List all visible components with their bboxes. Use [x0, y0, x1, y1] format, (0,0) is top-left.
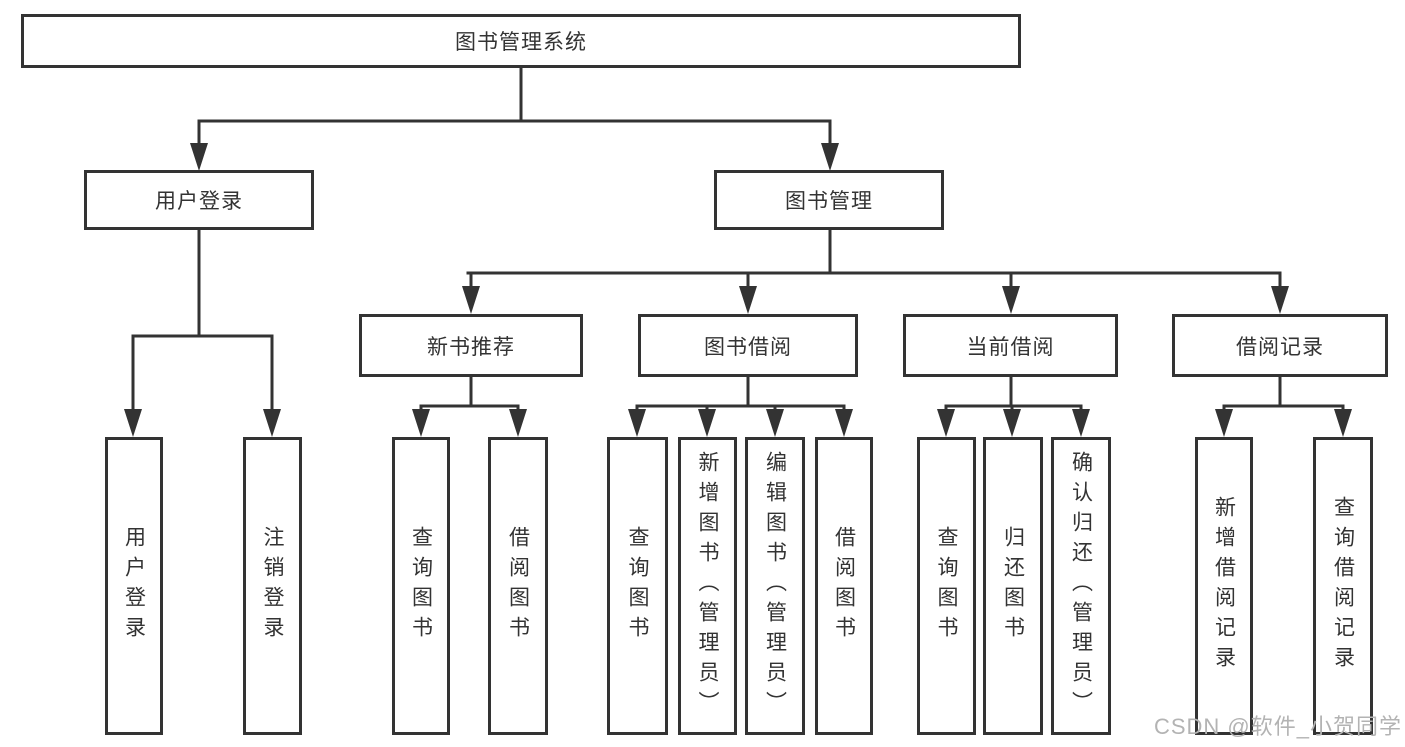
node-leaf-borrow-books-recommend: 借阅图书: [488, 437, 548, 735]
node-leaf-user-login: 用户登录: [105, 437, 163, 735]
watermark: CSDN @软件_小贺同学: [1153, 714, 1402, 739]
node-leaf-add-books-admin: 新增图书（管理员）: [678, 437, 737, 735]
node-new-book-recommend-label: 新书推荐: [427, 335, 515, 359]
node-book-borrow: 图书借阅: [638, 314, 858, 377]
node-leaf-query-borrow-record-label: 查询借阅记录: [1331, 496, 1355, 676]
node-book-borrow-label: 图书借阅: [704, 335, 792, 359]
node-leaf-edit-books-admin: 编辑图书（管理员）: [745, 437, 805, 735]
node-leaf-query-books-current-label: 查询图书: [935, 526, 959, 646]
node-leaf-query-books-recommend: 查询图书: [392, 437, 450, 735]
node-current-borrow: 当前借阅: [903, 314, 1118, 377]
node-user-login-label: 用户登录: [155, 190, 243, 213]
node-book-management-label: 图书管理: [785, 190, 873, 213]
node-leaf-query-books-recommend-label: 查询图书: [409, 526, 433, 646]
node-leaf-return-books: 归还图书: [983, 437, 1043, 735]
node-leaf-borrow-books-recommend-label: 借阅图书: [506, 526, 530, 646]
node-leaf-query-books-borrow: 查询图书: [607, 437, 668, 735]
node-leaf-edit-books-admin-label: 编辑图书（管理员）: [763, 451, 787, 721]
node-leaf-query-books-borrow-label: 查询图书: [626, 526, 650, 646]
node-leaf-query-borrow-record: 查询借阅记录: [1313, 437, 1373, 735]
node-user-login: 用户登录: [84, 170, 314, 230]
node-leaf-add-borrow-record: 新增借阅记录: [1195, 437, 1253, 735]
node-leaf-logout-label: 注销登录: [261, 526, 285, 646]
node-book-management: 图书管理: [714, 170, 944, 230]
node-borrow-records: 借阅记录: [1172, 314, 1388, 377]
node-leaf-query-books-current: 查询图书: [917, 437, 976, 735]
node-leaf-confirm-return-admin-label: 确认归还（管理员）: [1069, 451, 1093, 721]
node-library-system-label: 图书管理系统: [455, 31, 587, 54]
node-borrow-records-label: 借阅记录: [1236, 335, 1324, 359]
node-leaf-user-login-label: 用户登录: [122, 526, 146, 646]
node-leaf-borrow-books-label: 借阅图书: [832, 526, 856, 646]
node-leaf-confirm-return-admin: 确认归还（管理员）: [1051, 437, 1111, 735]
node-leaf-add-borrow-record-label: 新增借阅记录: [1212, 496, 1236, 676]
node-leaf-borrow-books: 借阅图书: [815, 437, 873, 735]
node-current-borrow-label: 当前借阅: [966, 335, 1055, 359]
node-leaf-add-books-admin-label: 新增图书（管理员）: [696, 451, 720, 721]
node-new-book-recommend: 新书推荐: [359, 314, 583, 377]
node-leaf-return-books-label: 归还图书: [1001, 526, 1025, 646]
node-library-system: 图书管理系统: [21, 14, 1021, 68]
node-leaf-logout: 注销登录: [243, 437, 302, 735]
